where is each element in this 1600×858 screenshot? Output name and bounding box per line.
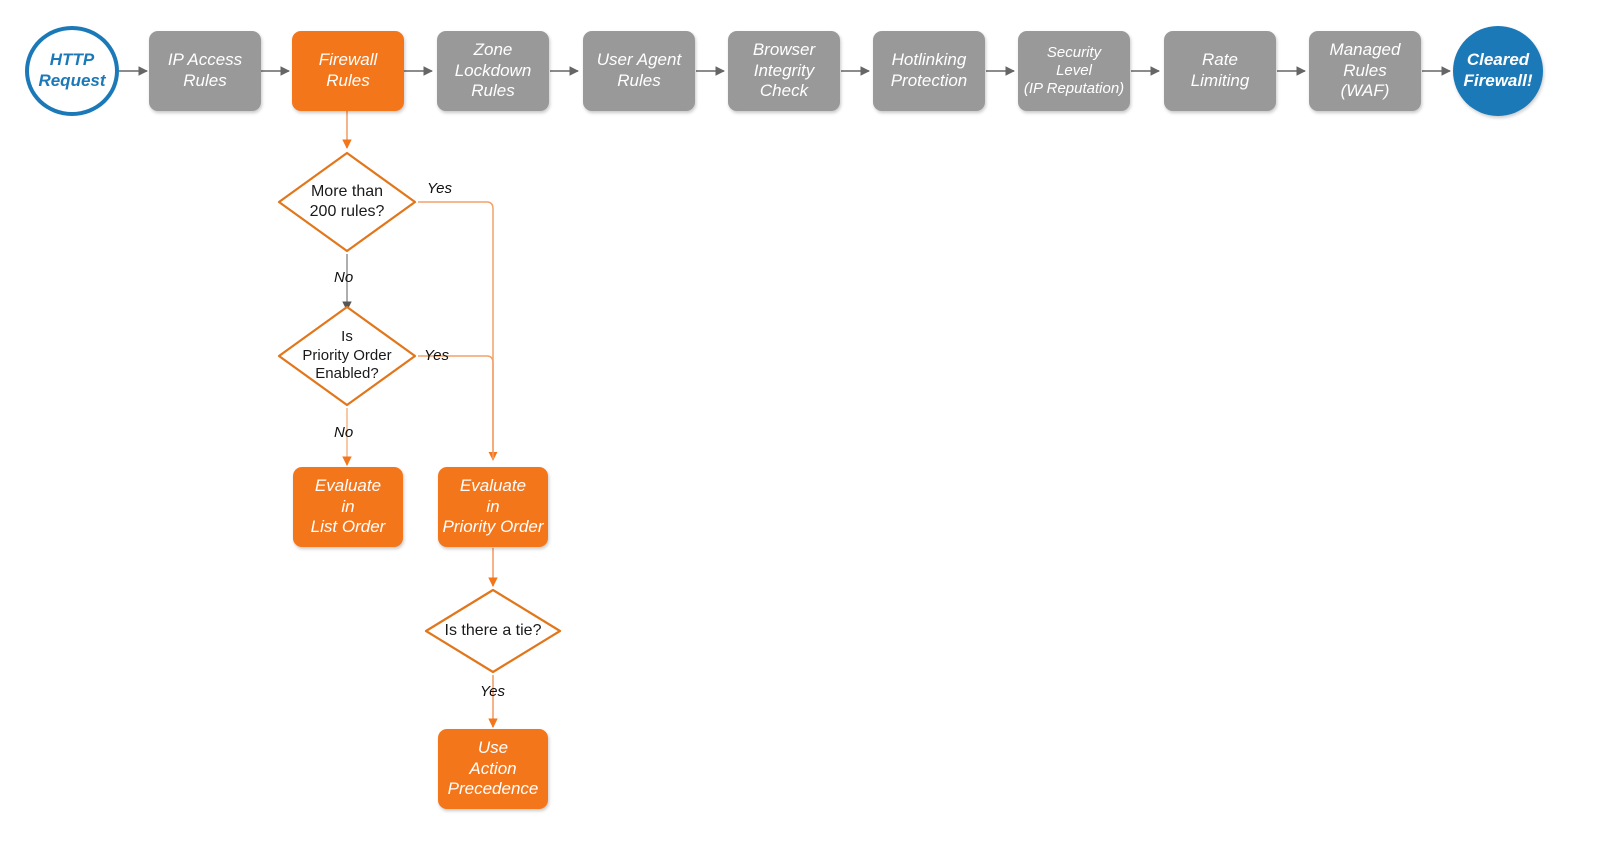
node-zone-lockdown-rules[interactable]: Zone Lockdown Rules — [437, 31, 549, 111]
node-rate-limiting-label: Rate Limiting — [1190, 50, 1250, 90]
node-http-request[interactable]: HTTP Request — [25, 26, 119, 116]
node-evaluate-in-priority-order-label: Evaluate in Priority Order — [442, 475, 544, 537]
node-firewall-rules-label: Firewall Rules — [318, 50, 378, 90]
decision-is-priority-order-enabled-shape — [277, 305, 417, 407]
node-rate-limiting[interactable]: Rate Limiting — [1164, 31, 1276, 111]
node-ip-access-rules-label: IP Access Rules — [167, 50, 243, 90]
decision-is-there-a-tie[interactable]: Is there a tie? — [423, 587, 563, 675]
node-evaluate-in-list-order-label: Evaluate in List Order — [310, 475, 386, 537]
node-ip-access-rules[interactable]: IP Access Rules — [149, 31, 261, 111]
node-evaluate-in-priority-order[interactable]: Evaluate in Priority Order — [438, 467, 548, 547]
node-cleared-firewall[interactable]: Cleared Firewall! — [1453, 26, 1543, 116]
edge-label-priority-no: No — [334, 424, 354, 441]
node-firewall-rules[interactable]: Firewall Rules — [292, 31, 404, 111]
decision-is-priority-order-enabled-label: Is Priority Order Enabled? — [302, 327, 392, 383]
edge-label-tie-yes: Yes — [480, 683, 506, 700]
decision-is-there-a-tie-shape — [424, 588, 562, 674]
node-browser-integrity-check[interactable]: Browser Integrity Check — [728, 31, 840, 111]
edge-label-rules-no: No — [334, 269, 354, 286]
node-hotlinking-protection[interactable]: Hotlinking Protection — [873, 31, 985, 111]
node-use-action-precedence[interactable]: Use Action Precedence — [438, 729, 548, 809]
decision-is-there-a-tie-label: Is there a tie? — [444, 622, 542, 639]
node-security-level-label: Security Level (IP Reputation) — [1023, 43, 1125, 98]
edge-label-rules-yes: Yes — [427, 180, 453, 197]
edge-label-priority-yes: Yes — [424, 347, 450, 364]
decision-more-than-200-rules-label: More than 200 rules? — [309, 183, 385, 220]
node-managed-rules-waf-label: Managed Rules (WAF) — [1329, 39, 1401, 101]
node-zone-lockdown-rules-label: Zone Lockdown Rules — [454, 39, 532, 101]
node-http-request-label: HTTP Request — [38, 50, 106, 90]
node-browser-integrity-check-label: Browser Integrity Check — [752, 39, 816, 101]
wire-rules-yes-to-priority-order — [418, 201, 498, 461]
decision-more-than-200-rules[interactable]: More than 200 rules? — [276, 150, 418, 254]
node-security-level[interactable]: Security Level (IP Reputation) — [1018, 31, 1130, 111]
node-cleared-firewall-label: Cleared Firewall! — [1463, 50, 1533, 90]
node-user-agent-rules[interactable]: User Agent Rules — [583, 31, 695, 111]
decision-is-priority-order-enabled[interactable]: Is Priority Order Enabled? — [276, 304, 418, 408]
wire-priority-yes-to-priority-order — [418, 355, 494, 460]
node-user-agent-rules-label: User Agent Rules — [596, 50, 682, 90]
node-use-action-precedence-label: Use Action Precedence — [447, 737, 539, 799]
node-evaluate-in-list-order[interactable]: Evaluate in List Order — [293, 467, 403, 547]
node-managed-rules-waf[interactable]: Managed Rules (WAF) — [1309, 31, 1421, 111]
node-hotlinking-protection-label: Hotlinking Protection — [890, 50, 968, 90]
decision-more-than-200-rules-shape — [277, 151, 417, 253]
